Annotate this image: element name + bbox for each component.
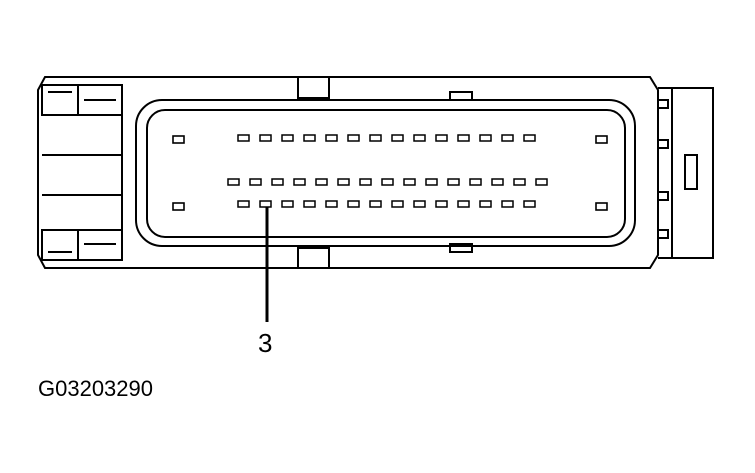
pin-cavity-row3 [347, 200, 360, 208]
pin-cavity-row2 [469, 178, 482, 186]
side-pin [595, 135, 608, 144]
pin-cavity-row1 [369, 134, 382, 142]
bottom-latch-tab [297, 247, 330, 269]
pin-cavity-row3 [413, 200, 426, 208]
cover-slot [684, 154, 698, 190]
pin-cavity-row3 [523, 200, 536, 208]
top-latch-tab [297, 76, 330, 99]
pin-cavity-row3 [303, 200, 316, 208]
pin-cavity-row3 [457, 200, 470, 208]
pin-cavity-row2 [491, 178, 504, 186]
callout-label: 3 [258, 328, 273, 358]
pin-cavity-row1 [391, 134, 404, 142]
pin-cavity-row3 [435, 200, 448, 208]
pin-cavity-row1 [259, 134, 272, 142]
pin-cavity-row1 [501, 134, 514, 142]
figure-id: G03203290 [38, 376, 153, 401]
pin-cavity-row2 [513, 178, 526, 186]
side-pin [595, 202, 608, 211]
wire-cover [658, 87, 714, 259]
left-clip-bottom [41, 229, 123, 261]
pin-cavity-row2 [447, 178, 460, 186]
pin-cavity-row3 [479, 200, 492, 208]
pin-cavity-row1 [479, 134, 492, 142]
pin-cavity-row2 [271, 178, 284, 186]
pin-cavity-row1 [237, 134, 250, 142]
connector-body [37, 76, 659, 269]
side-pin [172, 202, 185, 211]
pin-cavity-row2 [381, 178, 394, 186]
pin-cavity-row1 [523, 134, 536, 142]
pin-cavity-row2 [249, 178, 262, 186]
pin-cavity-row3 [237, 200, 250, 208]
pin-cavity-row2 [535, 178, 548, 186]
pin-cavity-row1 [303, 134, 316, 142]
bottom-notch [449, 243, 473, 253]
seal-outer [135, 99, 636, 247]
pin-cavity-row1 [347, 134, 360, 142]
pin-cavity-row2 [359, 178, 372, 186]
pin-cavity-row2 [315, 178, 328, 186]
side-pin [172, 135, 185, 144]
pin-cavity-row2 [425, 178, 438, 186]
pin-cavity-row3 [391, 200, 404, 208]
seal-inner [146, 109, 626, 238]
left-clip-top [41, 84, 123, 116]
pin-cavity-row3 [501, 200, 514, 208]
pin-cavity-row3 [281, 200, 294, 208]
pin-cavity-row2 [227, 178, 240, 186]
pin-cavity-row2 [403, 178, 416, 186]
pin-cavity-row3 [369, 200, 382, 208]
pin-cavity-row1 [435, 134, 448, 142]
pin-cavity-row1 [281, 134, 294, 142]
pin-cavity-row1 [413, 134, 426, 142]
pin-cavity-row3 [259, 200, 272, 208]
top-notch [449, 91, 473, 101]
pin-cavity-row1 [325, 134, 338, 142]
pin-cavity-row1 [457, 134, 470, 142]
pin-cavity-row2 [293, 178, 306, 186]
pin-cavity-row2 [337, 178, 350, 186]
pin-cavity-row3 [325, 200, 338, 208]
